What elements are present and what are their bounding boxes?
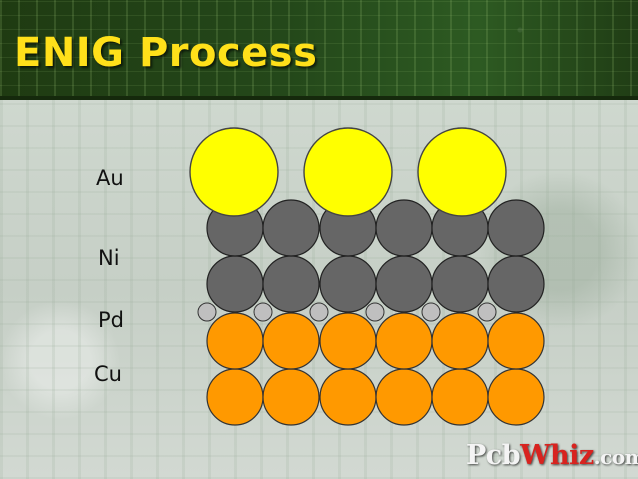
au-atom	[303, 127, 393, 217]
cu-atom	[487, 312, 545, 370]
cu-atom	[431, 312, 489, 370]
header-band: ENIG Process	[0, 0, 638, 100]
label-au: Au	[96, 166, 124, 190]
ni-atom	[262, 255, 320, 313]
ni-atom	[262, 199, 320, 257]
cu-atom	[262, 368, 320, 426]
cu-atom	[319, 312, 377, 370]
pd-layer	[197, 302, 497, 322]
logo-pcb: Pcb	[466, 440, 521, 471]
cu-atom	[262, 312, 320, 370]
ni-atom	[487, 199, 545, 257]
ni-atom	[319, 255, 377, 313]
au-atom	[417, 127, 507, 217]
slide-title: ENIG Process	[14, 30, 318, 76]
cu-atom	[375, 312, 433, 370]
label-cu: Cu	[94, 362, 122, 386]
cu-atom	[206, 312, 264, 370]
ni-atom	[375, 255, 433, 313]
pd-atom	[253, 302, 273, 322]
cu-atom	[487, 368, 545, 426]
au-layer	[189, 127, 507, 217]
pd-atom	[309, 302, 329, 322]
label-pd: Pd	[98, 308, 124, 332]
logo-com: .com	[593, 445, 638, 469]
pcbwhiz-logo: PcbWhiz.com	[466, 440, 638, 471]
cu-atom	[431, 368, 489, 426]
pd-atom	[365, 302, 385, 322]
au-atom	[189, 127, 279, 217]
ni-layer	[206, 199, 545, 313]
cu-atom	[319, 368, 377, 426]
cu-atom	[375, 368, 433, 426]
ni-atom	[375, 199, 433, 257]
label-ni: Ni	[98, 246, 120, 270]
pd-atom	[197, 302, 217, 322]
ni-atom	[487, 255, 545, 313]
ni-atom	[206, 255, 264, 313]
pd-atom	[477, 302, 497, 322]
cu-layer	[206, 312, 545, 426]
cu-atom	[206, 368, 264, 426]
pd-atom	[421, 302, 441, 322]
ni-atom	[431, 255, 489, 313]
logo-whiz: Whiz	[520, 440, 594, 471]
